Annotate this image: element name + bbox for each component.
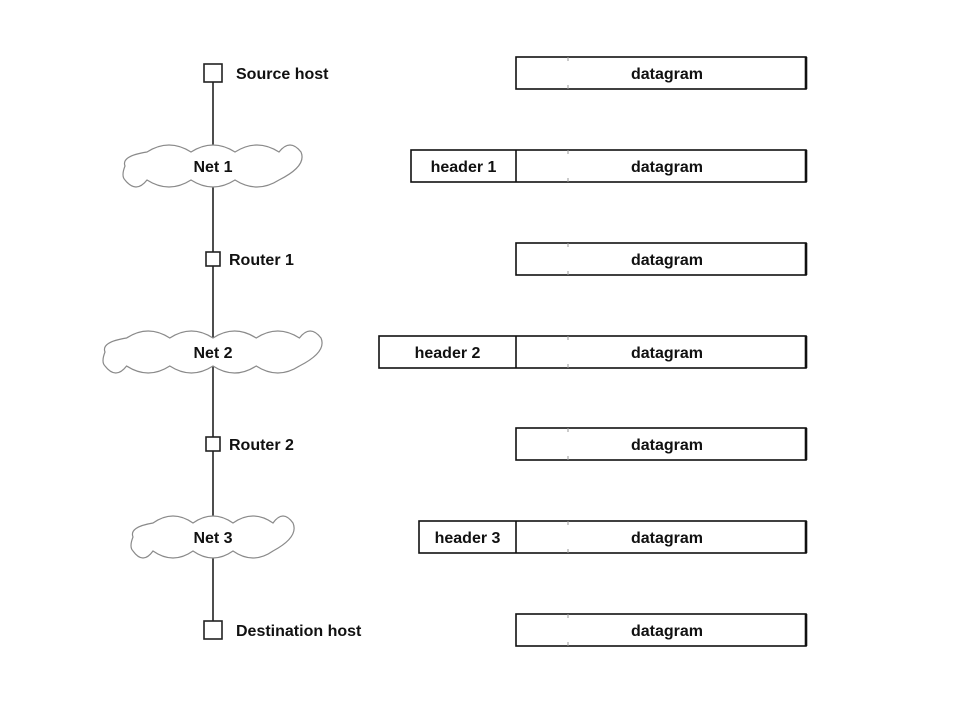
frame-row: datagram (515, 242, 808, 276)
router-label: Router 2 (229, 437, 294, 454)
datagram-label: datagram (631, 66, 703, 83)
frame-box (515, 613, 807, 647)
frame-row: datagram (515, 613, 808, 647)
frame-box (418, 520, 807, 554)
network-cloud-icon (102, 330, 323, 374)
network-cloud-icon (130, 515, 295, 559)
frame-row: header 2 datagram (378, 335, 808, 369)
frame-row: datagram (515, 56, 808, 90)
frame-row: header 3 datagram (418, 520, 808, 554)
datagram-label: datagram (631, 252, 703, 269)
network-cloud-icon (122, 144, 303, 188)
router-label: Router 1 (229, 252, 294, 269)
datagram-label: datagram (631, 530, 703, 547)
header-label: header 2 (415, 345, 481, 362)
datagram-label: datagram (631, 345, 703, 362)
header-label: header 1 (431, 159, 497, 176)
frame-row: header 1 datagram (410, 149, 808, 183)
frame-box (410, 149, 807, 183)
router-node (205, 436, 221, 452)
host-label: Destination host (236, 623, 362, 640)
source-host-node (203, 63, 223, 83)
frame-row: datagram (515, 427, 808, 461)
network-label: Net 1 (193, 159, 232, 176)
router-node (205, 251, 221, 267)
datagram-label: datagram (631, 159, 703, 176)
network-label: Net 3 (193, 530, 232, 547)
host-label: Source host (236, 66, 329, 83)
header-label: header 3 (435, 530, 501, 547)
datagram-label: datagram (631, 437, 703, 454)
frame-box (515, 242, 807, 276)
frame-box (515, 427, 807, 461)
datagram-label: datagram (631, 623, 703, 640)
frame-box (378, 335, 807, 369)
destination-host-node (203, 620, 223, 640)
network-label: Net 2 (193, 345, 232, 362)
